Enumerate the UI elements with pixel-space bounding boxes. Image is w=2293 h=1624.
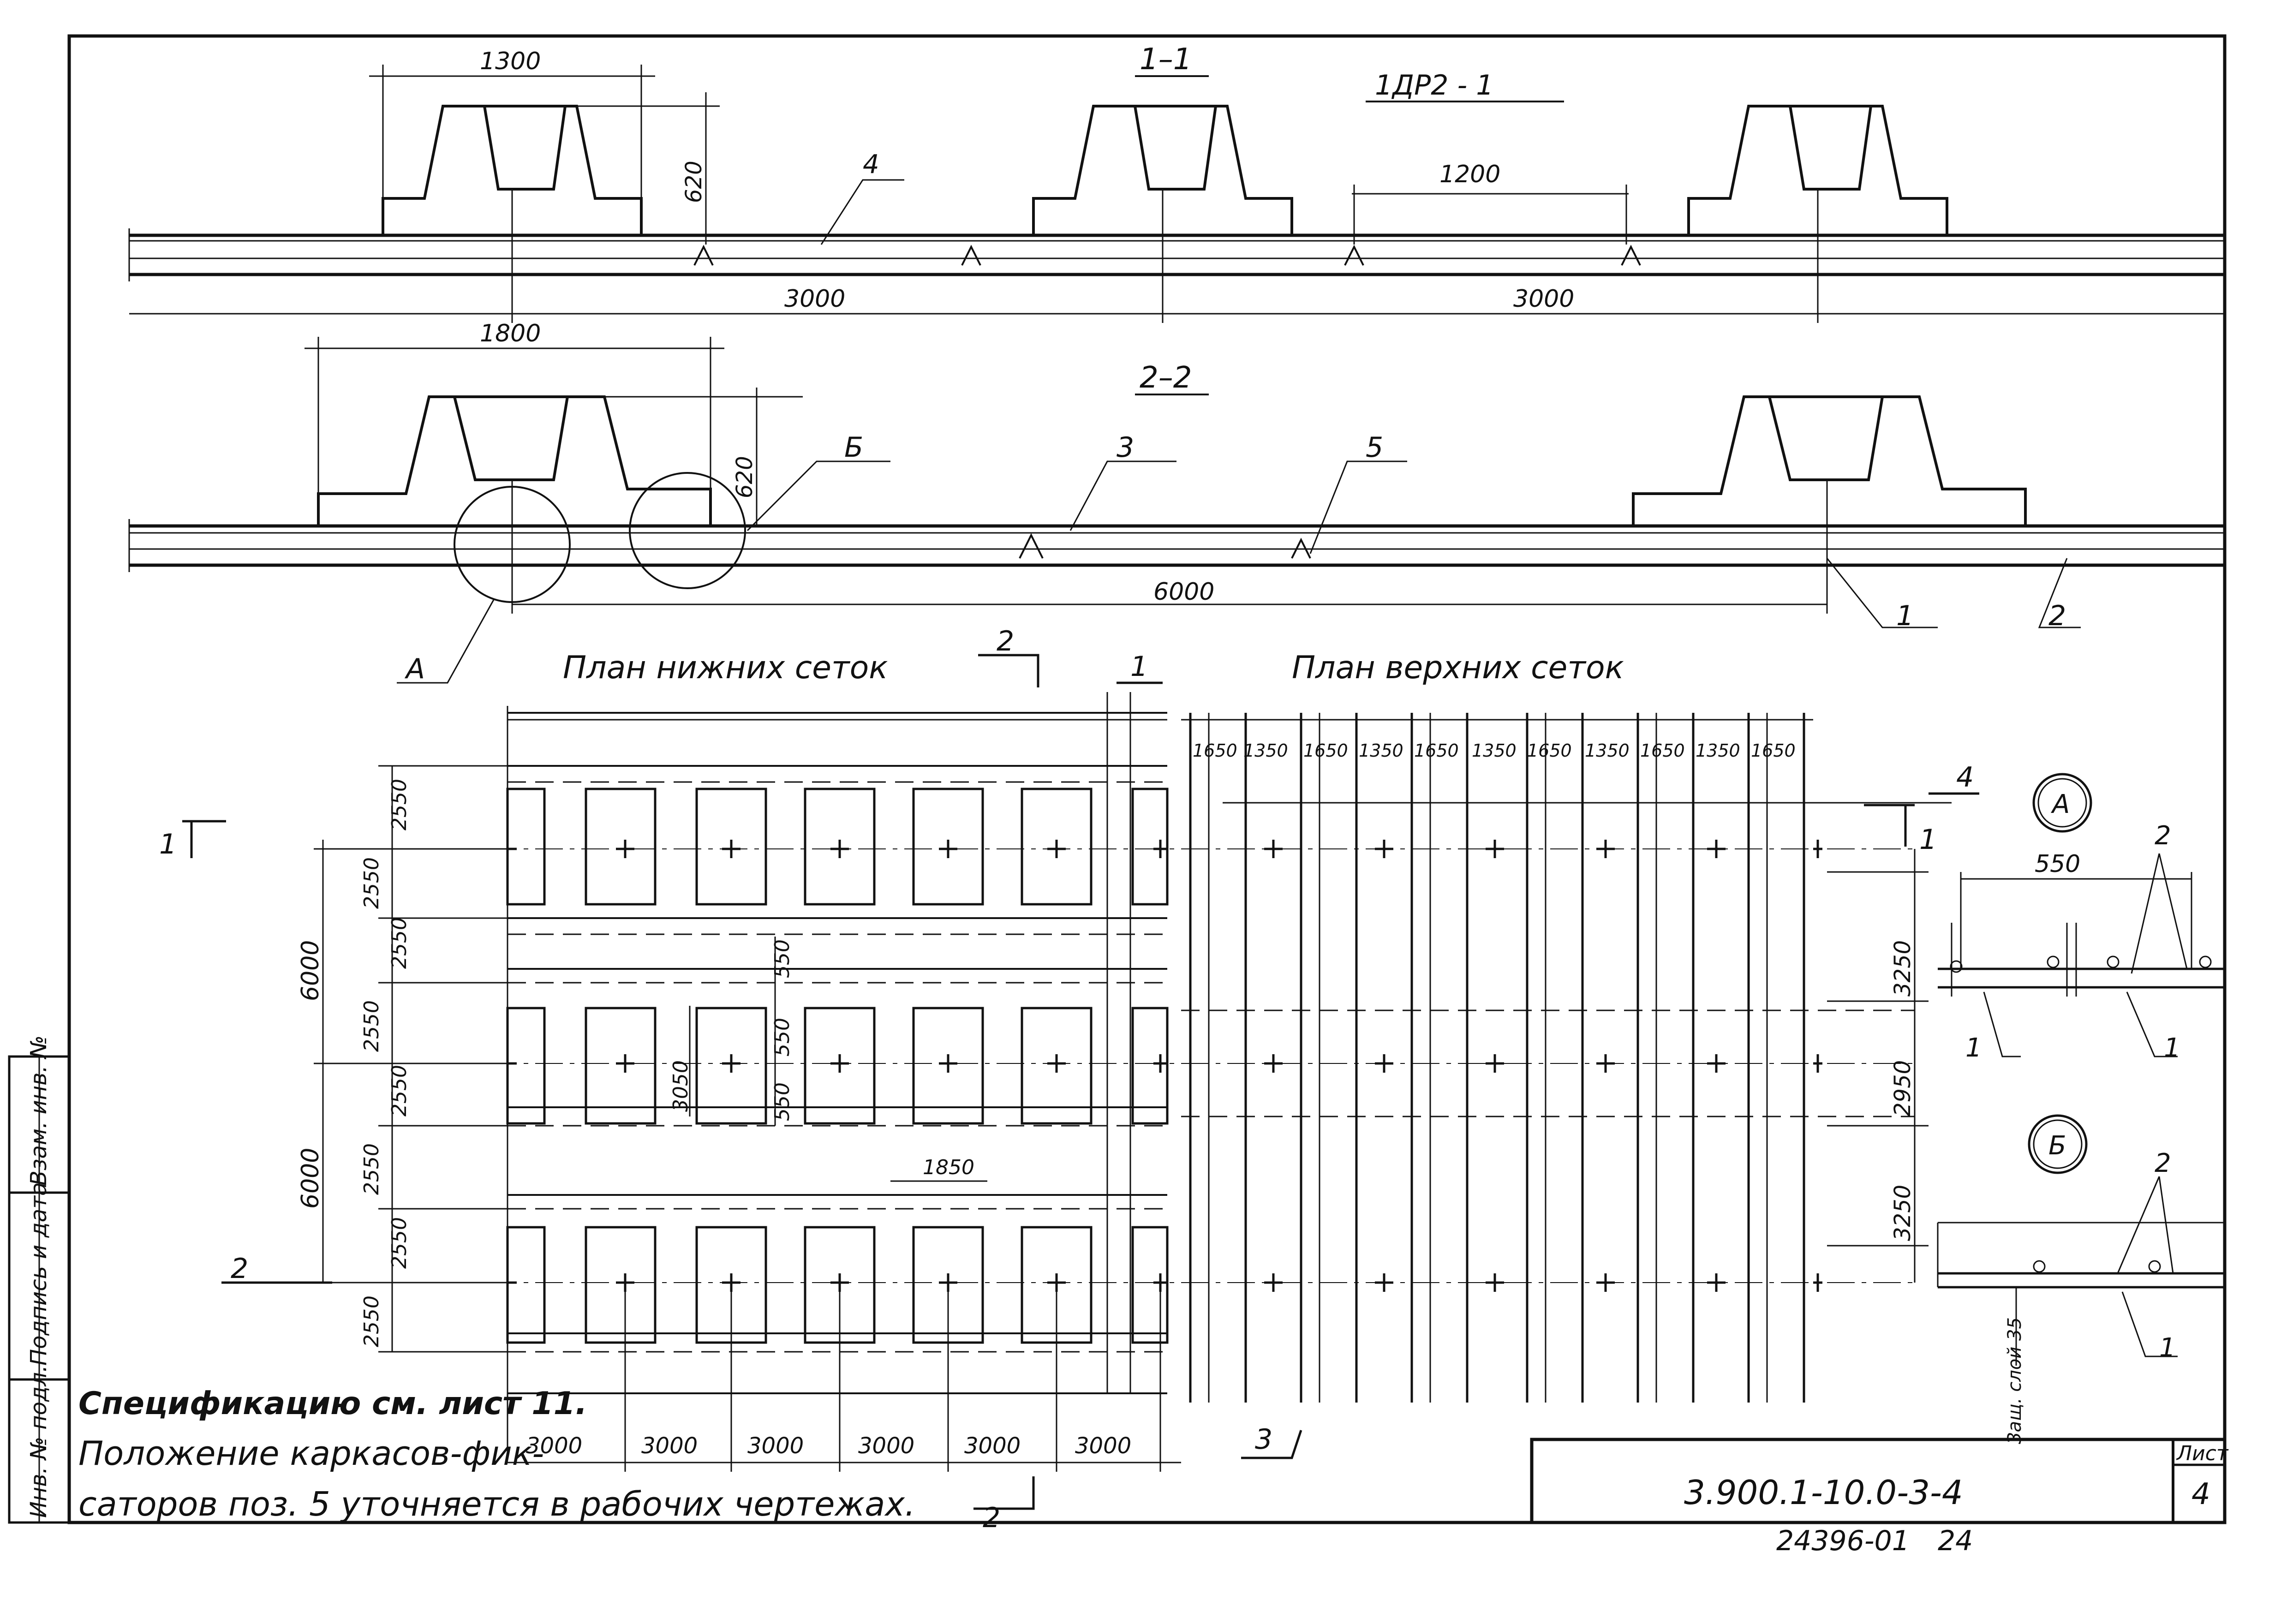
dim-3000-a: 3000 xyxy=(784,285,845,313)
detail-a-label: А xyxy=(2051,789,2070,819)
dim-bottom-3000-2: 3000 xyxy=(641,1433,698,1459)
dim-top-1650-1: 1650 xyxy=(1193,740,1237,761)
dim-right-3250-a: 3250 xyxy=(1890,940,1916,997)
dim-2550-2: 2550 xyxy=(360,857,383,909)
dim-1850: 1850 xyxy=(923,1156,974,1179)
callout-1: 1 xyxy=(1896,600,1914,632)
dim-bottom-3000-5: 3000 xyxy=(964,1433,1021,1459)
archive-number: 24396-01 xyxy=(1776,1525,1910,1557)
callout-2: 2 xyxy=(2048,600,2066,632)
cut-1-left: 1 xyxy=(159,828,177,860)
pedestal-centers xyxy=(508,840,1167,1292)
cut-2-bottom: 2 xyxy=(983,1502,1000,1534)
stamp-vzam-inv: Взам. инв. № xyxy=(26,1035,52,1186)
upper-mesh-plan xyxy=(1181,713,1952,1403)
doc-code: 3.900.1-10.0-3-4 xyxy=(1684,1473,1963,1512)
dim-6000: 6000 xyxy=(1153,578,1214,606)
dim-top-1350-1: 1350 xyxy=(1243,740,1288,761)
dim-top-1650-6: 1650 xyxy=(1751,740,1796,761)
lower-plan-title: План нижних сеток xyxy=(563,650,888,686)
title-block xyxy=(1530,1438,2227,1524)
section-1-1 xyxy=(128,65,2225,323)
dim-2550-3: 2550 xyxy=(388,917,411,969)
callout-A: А xyxy=(404,653,425,685)
pedestal-footprints xyxy=(506,788,1169,1344)
dim-550-b: 550 xyxy=(770,1018,794,1057)
section-2-2-label: 2–2 xyxy=(1140,361,1192,395)
detail-a-pos1-left: 1 xyxy=(1965,1033,1982,1063)
section-1-1-label: 1–1 xyxy=(1140,42,1192,77)
sheet-number: 4 xyxy=(2191,1477,2210,1511)
dim-bottom-3000-1: 3000 xyxy=(526,1433,582,1459)
detail-a-pos1-right: 1 xyxy=(2164,1033,2180,1063)
callout-3: 3 xyxy=(1117,431,1134,464)
lower-dim-lines xyxy=(314,719,1181,1472)
dim-left-6000-b: 6000 xyxy=(297,1148,324,1209)
dim-top-1350-2: 1350 xyxy=(1359,740,1403,761)
detail-b-label: Б xyxy=(2048,1131,2066,1161)
note-line-2: Положение каркасов-фик- xyxy=(78,1434,544,1473)
callout-4-section: 4 xyxy=(863,149,879,179)
sheet-frame xyxy=(8,34,2227,1524)
detail-a-pos2: 2 xyxy=(2155,821,2171,851)
dim-right-3250-b: 3250 xyxy=(1890,1185,1916,1241)
dim-3050: 3050 xyxy=(669,1060,693,1112)
dim-bottom-3000-4: 3000 xyxy=(858,1433,914,1459)
dim-left-6000-a: 6000 xyxy=(297,940,324,1001)
page-number: 24 xyxy=(1938,1525,1973,1557)
upper-plan-title: План верхних сеток xyxy=(1292,650,1624,686)
dim-2550-4: 2550 xyxy=(360,1000,383,1052)
plan-callout-4: 4 xyxy=(1956,761,1974,794)
dim-550-c: 550 xyxy=(770,1082,794,1121)
dim-2550-7: 2550 xyxy=(388,1217,411,1269)
detail-b-pos2: 2 xyxy=(2155,1148,2171,1178)
dim-1800: 1800 xyxy=(480,320,541,347)
callout-B: Б xyxy=(844,431,863,464)
detail-b-pos1: 1 xyxy=(2159,1333,2176,1363)
dim-top-1650-3: 1650 xyxy=(1414,740,1459,761)
section-1-1-mark: 1ДР2 - 1 xyxy=(1375,69,1493,102)
detail-b xyxy=(1937,1114,2224,1366)
dim-top-1650-5: 1650 xyxy=(1640,740,1685,761)
upper-plan-centers xyxy=(1264,840,1822,1292)
dim-2550-8: 2550 xyxy=(360,1296,383,1347)
dim-bottom-3000-3: 3000 xyxy=(747,1433,804,1459)
dim-1200: 1200 xyxy=(1439,161,1500,188)
dim-2550-5: 2550 xyxy=(388,1065,411,1116)
sheet-label: Лист xyxy=(2176,1442,2229,1465)
dim-620-mid: 620 xyxy=(732,456,758,498)
dim-bottom-3000-6: 3000 xyxy=(1075,1433,1131,1459)
detail-a-dim-550: 550 xyxy=(2035,850,2080,878)
cut-1-right: 1 xyxy=(1919,824,1937,856)
callout-5: 5 xyxy=(1366,431,1383,464)
dim-top-1350-5: 1350 xyxy=(1696,740,1740,761)
detail-b-cover: Защ. слой 35 xyxy=(2004,1317,2025,1444)
dim-1300: 1300 xyxy=(480,48,541,75)
detail-a xyxy=(1938,773,2224,1057)
dim-top-1650-2: 1650 xyxy=(1303,740,1348,761)
cut-2-left: 2 xyxy=(231,1253,248,1285)
cut-2-top: 2 xyxy=(997,625,1014,657)
cut-marks xyxy=(182,654,1979,1510)
note-line-1: Спецификацию см. лист 11. xyxy=(78,1385,587,1422)
dim-2550-6: 2550 xyxy=(360,1143,383,1195)
stamp-podpis-data: Подпись и дата xyxy=(26,1182,52,1366)
dim-top-1650-4: 1650 xyxy=(1527,740,1572,761)
dim-3000-b: 3000 xyxy=(1513,285,1574,313)
plan-callout-1: 1 xyxy=(1130,651,1148,683)
dim-620-top: 620 xyxy=(681,161,707,203)
dim-top-1350-3: 1350 xyxy=(1472,740,1517,761)
dim-top-1350-4: 1350 xyxy=(1585,740,1630,761)
plan-callout-3: 3 xyxy=(1255,1423,1272,1456)
dim-right-2950: 2950 xyxy=(1890,1060,1916,1116)
dim-2550-1: 2550 xyxy=(388,779,411,830)
stamp-inv-podl: Инв. № подл. xyxy=(26,1365,52,1518)
dim-550-a: 550 xyxy=(770,939,794,978)
note-line-3: саторов поз. 5 уточняется в рабочих черт… xyxy=(78,1485,915,1523)
section-2-2 xyxy=(128,337,2225,684)
